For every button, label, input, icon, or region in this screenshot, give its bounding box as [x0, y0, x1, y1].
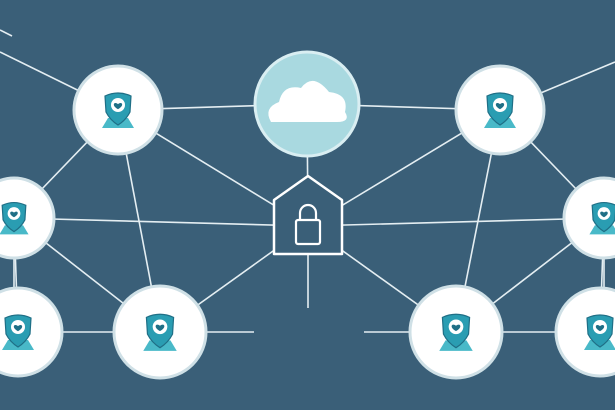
user-node-bottom-far-right — [554, 286, 615, 378]
icon-heart — [10, 211, 18, 218]
connection-line-central-lock-hub-to-user-node-mid-left — [13, 217, 309, 227]
cloud-icon — [268, 80, 347, 122]
shield-location-heart-icon — [439, 313, 473, 351]
padlock-body — [294, 218, 322, 246]
stub-top-left-corner — [0, 29, 13, 37]
user-node-top-left — [72, 64, 164, 156]
user-node-bottom-right — [408, 284, 504, 380]
icon-heart — [13, 324, 23, 332]
icon-heart — [451, 324, 461, 332]
user-node-bottom-left — [112, 284, 208, 380]
icon-heart — [113, 102, 123, 110]
cloud-node — [253, 50, 361, 158]
shield-location-heart-icon — [2, 314, 34, 350]
hub-house-outline — [272, 174, 344, 256]
cloud-shape — [268, 80, 347, 122]
shield-location-heart-icon — [589, 201, 615, 235]
connection-line-central-lock-hub-to-user-node-mid-right — [307, 217, 605, 227]
icon-heart — [155, 324, 165, 332]
user-node-bottom-far-right-circle — [554, 286, 615, 378]
icon-heart — [600, 211, 608, 218]
padlock-shackle — [298, 203, 318, 220]
user-node-mid-left-circle — [0, 176, 56, 260]
shield-location-heart-icon — [584, 314, 615, 350]
user-node-top-right — [454, 64, 546, 156]
shield-location-heart-icon — [484, 92, 516, 128]
network-nodes — [0, 50, 615, 380]
user-node-bottom-far-left-circle — [0, 286, 64, 378]
icon-heart — [495, 102, 505, 110]
shield-location-heart-icon — [0, 201, 29, 235]
shield-location-heart-icon — [102, 92, 134, 128]
icon-heart — [595, 324, 605, 332]
user-node-bottom-far-left — [0, 286, 64, 378]
central-lock-hub — [272, 174, 344, 256]
user-node-mid-left — [0, 176, 56, 260]
shield-location-heart-icon — [143, 313, 177, 351]
user-node-mid-right-circle — [562, 176, 615, 260]
user-node-mid-right — [562, 176, 615, 260]
padlock-house-icon — [294, 203, 322, 246]
